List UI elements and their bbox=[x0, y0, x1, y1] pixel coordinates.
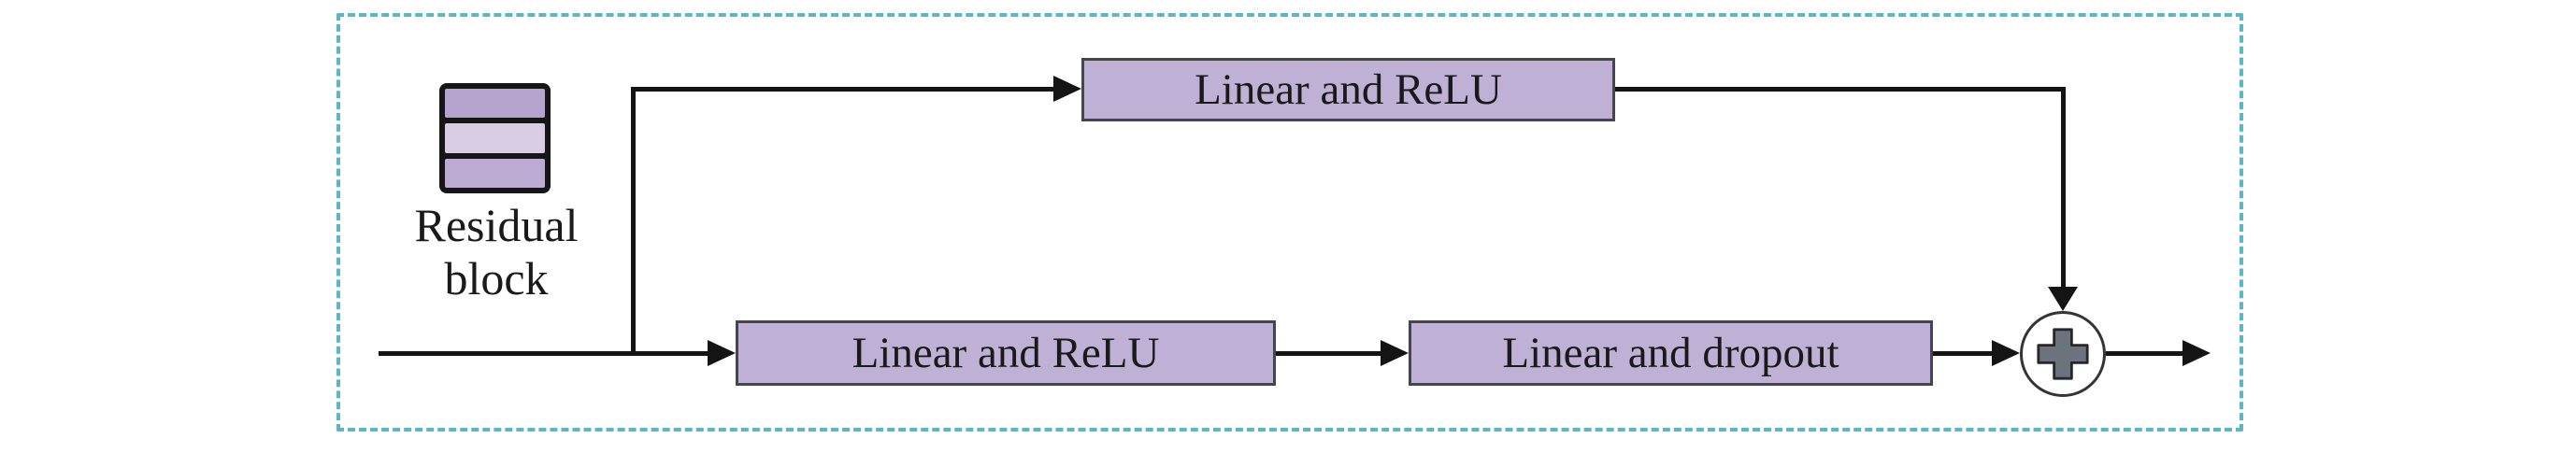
to-sum-connector bbox=[1933, 351, 1994, 356]
linear-relu-top-box: Linear and ReLU bbox=[1081, 58, 1615, 121]
sum-node bbox=[2020, 311, 2106, 397]
output-arrowhead-icon bbox=[2182, 340, 2211, 366]
layer-bottom bbox=[445, 158, 545, 188]
layer-middle bbox=[445, 123, 545, 153]
skip-arrowhead-icon bbox=[1053, 76, 1081, 102]
skip-branch-connector bbox=[631, 87, 636, 356]
linear-relu-bottom-box: Linear and ReLU bbox=[736, 320, 1276, 386]
skip-down-connector bbox=[2061, 87, 2066, 289]
layers-icon bbox=[439, 83, 551, 193]
linear-dropout-label: Linear and dropout bbox=[1502, 329, 1839, 377]
mid-arrowhead-icon bbox=[1381, 340, 1409, 366]
skip-return-connector bbox=[1615, 87, 2066, 92]
to-sum-arrowhead-icon bbox=[1992, 340, 2020, 366]
linear-relu-top-label: Linear and ReLU bbox=[1195, 65, 1502, 114]
mid-connector bbox=[1276, 351, 1382, 356]
plus-icon bbox=[2037, 328, 2089, 380]
layer-top bbox=[445, 89, 545, 119]
residual-block-label: Residual block bbox=[414, 199, 579, 304]
dashed-boundary bbox=[336, 13, 2243, 432]
linear-relu-bottom-label: Linear and ReLU bbox=[852, 329, 1160, 377]
linear-dropout-box: Linear and dropout bbox=[1409, 320, 1933, 386]
skip-down-arrowhead-icon bbox=[2048, 287, 2078, 311]
output-connector bbox=[2106, 351, 2184, 356]
input-arrowhead-icon bbox=[708, 340, 736, 366]
input-connector bbox=[379, 351, 713, 356]
skip-top-connector bbox=[631, 87, 1056, 92]
